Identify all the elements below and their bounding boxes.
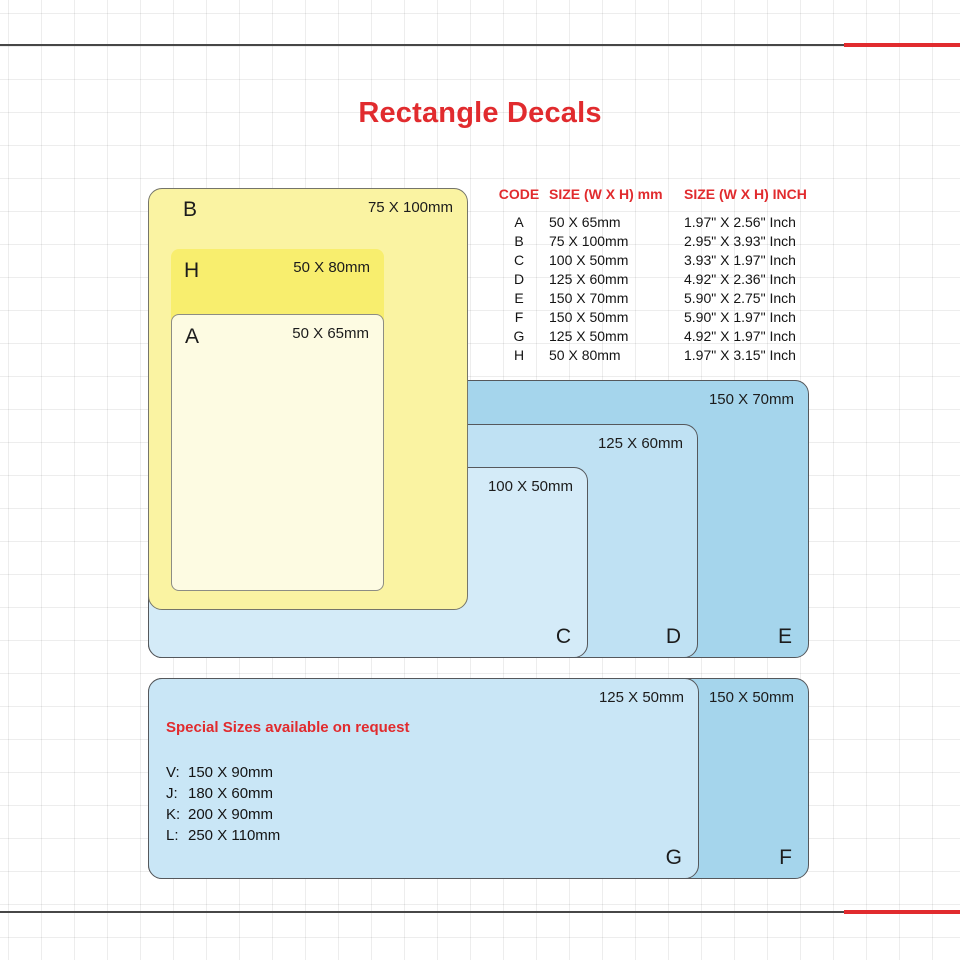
table-row: F 150 X 50mm 5.90" X 1.97" Inch xyxy=(494,308,834,327)
cell-inch: 3.93" X 1.97" Inch xyxy=(684,252,796,268)
decal-h-letter: H xyxy=(184,259,200,282)
top-accent-line xyxy=(844,43,960,47)
cell-mm: 75 X 100mm xyxy=(549,233,629,249)
decal-f-size: 150 X 50mm xyxy=(708,689,794,706)
table-row: E 150 X 70mm 5.90" X 2.75" Inch xyxy=(494,289,834,308)
cell-mm: 100 X 50mm xyxy=(549,252,629,268)
special-size-code: L: xyxy=(166,827,179,844)
cell-code: G xyxy=(513,328,525,344)
cell-code: A xyxy=(514,214,524,230)
decal-a-letter: A xyxy=(185,325,200,348)
cell-code: C xyxy=(513,252,525,268)
cell-code: F xyxy=(514,309,524,325)
special-size-item: V: 150 X 90mm xyxy=(166,762,409,783)
bottom-accent-line xyxy=(844,910,960,914)
decal-d-letter: D xyxy=(665,625,681,648)
cell-inch: 1.97" X 3.15" Inch xyxy=(684,347,796,363)
page-title: Rectangle Decals xyxy=(358,97,602,129)
top-divider-line xyxy=(0,44,960,46)
special-size-code: K: xyxy=(166,806,181,823)
special-size-value: 200 X 90mm xyxy=(188,806,274,823)
cell-inch: 4.92" X 2.36" Inch xyxy=(684,271,796,287)
special-sizes-list: V: 150 X 90mm J: 180 X 60mm K: 200 X 90mm L… xyxy=(166,762,409,846)
table-row: H 50 X 80mm 1.97" X 3.15" Inch xyxy=(494,346,834,365)
table-row: C 100 X 50mm 3.93" X 1.97" Inch xyxy=(494,251,834,270)
cell-code: D xyxy=(513,271,525,287)
decal-b: B 75 X 100mm H 50 X 80mm A 50 X 65mm xyxy=(148,188,468,610)
decal-h-size: 50 X 80mm xyxy=(293,259,370,276)
special-size-code: V: xyxy=(166,764,180,781)
special-size-value: 150 X 90mm xyxy=(188,764,274,781)
decal-f-letter: F xyxy=(779,846,792,869)
header-code: CODE xyxy=(498,186,540,202)
special-sizes-heading: Special Sizes available on request xyxy=(166,719,410,736)
table-row: D 125 X 60mm 4.92" X 2.36" Inch xyxy=(494,270,834,289)
decal-g-size: 125 X 50mm xyxy=(598,689,684,706)
header-size-mm: SIZE (W X H) mm xyxy=(549,186,663,202)
cell-mm: 125 X 50mm xyxy=(549,328,629,344)
special-sizes-block: Special Sizes available on request V: 150… xyxy=(166,719,409,846)
cell-inch: 2.95" X 3.93" Inch xyxy=(684,233,796,249)
bottom-divider-line xyxy=(0,911,960,913)
special-size-code: J: xyxy=(166,785,178,802)
size-table-body: A 50 X 65mm 1.97" X 2.56" Inch B 75 X 10… xyxy=(494,213,834,365)
header-size-inch: SIZE (W X H) INCH xyxy=(684,186,807,202)
decal-c-letter: C xyxy=(555,625,571,648)
cell-inch: 5.90" X 1.97" Inch xyxy=(684,309,796,325)
cell-mm: 125 X 60mm xyxy=(549,271,629,287)
cell-code: B xyxy=(514,233,524,249)
special-size-item: J: 180 X 60mm xyxy=(166,783,409,804)
decal-b-letter: B xyxy=(183,198,198,221)
cell-code: H xyxy=(513,347,525,363)
cell-inch: 5.90" X 2.75" Inch xyxy=(684,290,796,306)
cell-mm: 150 X 70mm xyxy=(549,290,629,306)
special-size-value: 180 X 60mm xyxy=(188,785,274,802)
cell-mm: 150 X 50mm xyxy=(549,309,629,325)
decal-e-letter: E xyxy=(777,625,792,648)
cell-inch: 4.92" X 1.97" Inch xyxy=(684,328,796,344)
size-table-header: CODE SIZE (W X H) mm SIZE (W X H) INCH xyxy=(494,185,834,204)
special-size-item: K: 200 X 90mm xyxy=(166,804,409,825)
decal-d-size: 125 X 60mm xyxy=(597,435,683,452)
decal-e-size: 150 X 70mm xyxy=(708,391,794,408)
decal-c-size: 100 X 50mm xyxy=(487,478,573,495)
cell-inch: 1.97" X 2.56" Inch xyxy=(684,214,796,230)
table-row: A 50 X 65mm 1.97" X 2.56" Inch xyxy=(494,213,834,232)
special-size-item: L: 250 X 110mm xyxy=(166,825,409,846)
table-row: B 75 X 100mm 2.95" X 3.93" Inch xyxy=(494,232,834,251)
decal-b-size: 75 X 100mm xyxy=(367,199,453,216)
decal-a: A 50 X 65mm xyxy=(171,314,384,591)
cell-mm: 50 X 80mm xyxy=(549,347,621,363)
cell-code: E xyxy=(514,290,524,306)
decal-g-letter: G xyxy=(665,846,682,869)
decal-g: 125 X 50mm G Special Sizes available on … xyxy=(148,678,699,879)
special-size-value: 250 X 110mm xyxy=(188,827,281,844)
size-table: CODE SIZE (W X H) mm SIZE (W X H) INCH A… xyxy=(494,185,834,365)
table-row: G 125 X 50mm 4.92" X 1.97" Inch xyxy=(494,327,834,346)
cell-mm: 50 X 65mm xyxy=(549,214,621,230)
decal-a-size: 50 X 65mm xyxy=(292,325,369,342)
